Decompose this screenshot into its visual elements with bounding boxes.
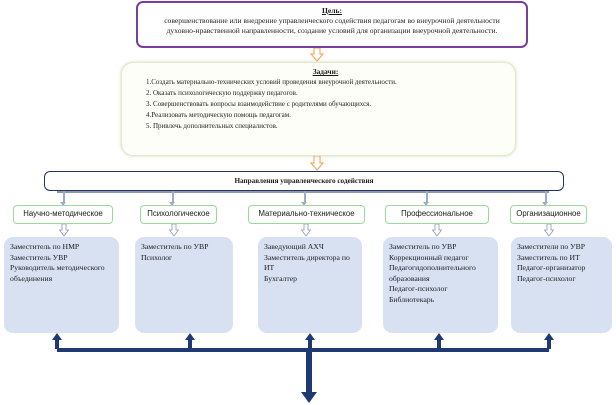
staff-item: Заведующий АХЧ [264,242,324,251]
arrow-down-icon [301,392,317,403]
arrow-down-icon [169,224,179,237]
staff-item: Заместитель УВР [10,252,68,262]
staff-card: Заместители по УВР Заместитель по ИТ Пед… [511,237,612,333]
goal-line-2: духовно-нравственной направленности, соз… [166,26,498,35]
connector-line [437,340,441,349]
staff-card: Заместитель по НМР Заместитель УВР Руков… [4,237,119,333]
task-item: 2. Оказать психологическую поддержку пед… [146,89,298,97]
arrow-up-icon [52,333,62,340]
direction-header: Научно-методическое [13,205,113,224]
staff-card: Заместитель по УВР Психолог [135,237,233,333]
staff-item: Педагог-психолог [389,284,448,293]
direction-header: Материально-техническое [248,205,365,224]
direction-header: Организационное [510,205,587,224]
arrow-up-icon [544,333,554,340]
direction-header: Психологическое [140,205,217,224]
staff-item: Педагог-психолог [517,273,576,283]
connector-line [547,340,551,349]
tasks-box: Задачи: 1.Создать материально-технически… [121,62,516,156]
arrow-down-icon [301,224,311,237]
directions-title-box: Направления управленческого содействия [44,171,564,191]
staff-item: Коррекционный педагог [389,252,469,262]
connector-line [426,191,428,203]
staff-item: Руководитель методического объединения [10,263,105,283]
arrow-down-icon [432,224,442,237]
arrow-down-icon [544,224,554,237]
connector-line [545,191,547,203]
connector-line [304,191,306,203]
tasks-title: Задачи: [312,67,339,76]
staff-item: Заместители по УВР [517,242,585,251]
connector-line [308,340,312,349]
task-item: 1.Создать материально-технических услови… [146,78,397,86]
arrow-down-icon [59,224,69,237]
arrow-down-icon [423,202,429,206]
task-item: 3. Совершенствовать вопросы взаимодейств… [146,100,372,108]
arrow-down-icon [310,48,324,62]
arrow-up-icon [305,333,315,340]
arrow-down-icon [542,202,548,206]
bottom-connector [57,348,549,352]
arrow-down-icon [60,202,66,206]
arrow-down-icon [169,202,175,206]
direction-header: Профессиональное [385,205,489,224]
directions-rail [57,191,549,193]
staff-item: Бухгалтер [264,273,297,283]
staff-card: Заведующий АХЧ Заместитель директора по … [258,237,362,333]
goal-box: Цель: совершенствование или внедрение уп… [136,1,528,48]
connector-line [55,340,59,349]
goal-line-1: совершенствование или внедрение управлен… [164,16,500,25]
arrow-up-icon [185,333,195,340]
connector-line [63,191,65,203]
staff-item: Заместитель по ИТ [517,252,580,262]
goal-title: Цель: [321,6,343,15]
task-item: 4.Реализовать методическую помощь педаго… [146,111,291,119]
staff-item: Педагогидополнительного образования [389,263,476,283]
staff-item: Заместитель по УВР [141,242,209,251]
staff-item: Библиотекарь [389,294,435,304]
connector-line [188,340,192,349]
staff-item: Заместитель по НМР [10,242,80,251]
main-arrow-shaft [306,352,312,394]
arrow-down-icon [301,202,307,206]
staff-item: Заместитель по УВР [389,242,457,251]
task-item: 5. Привлечь дополнительных специалистов. [146,122,278,130]
arrow-up-icon [434,333,444,340]
staff-card: Заместитель по УВР Коррекционный педагог… [383,237,498,333]
arrow-down-icon [310,156,324,171]
staff-item: Заместитель директора по ИТ [264,252,350,273]
staff-item: Психолог [141,252,173,262]
connector-line [172,191,174,203]
staff-item: Педагог-организатор [517,263,586,272]
